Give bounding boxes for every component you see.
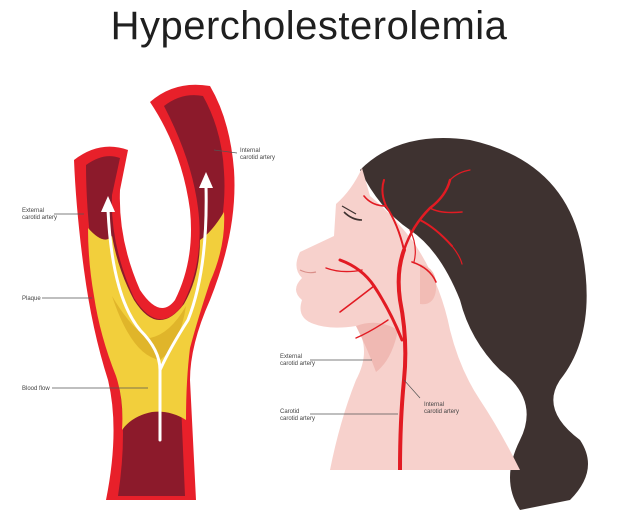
- artery-cross-section: [74, 85, 235, 500]
- label-external-carotid-artery-left: Externalcarotid artery: [22, 208, 57, 221]
- label-internal-carotid-artery: Internalcarotid artery: [240, 148, 275, 161]
- blood-flow-tail: [396, 470, 404, 490]
- label-plaque: Plaque: [22, 296, 41, 302]
- label-blood-flow: Blood flow: [22, 386, 50, 392]
- head-profile: [296, 138, 588, 510]
- label-external-carotid-artery-neck: Externalcarotid artery: [280, 354, 315, 367]
- label-common-carotid-artery: Carotidcarotid artery: [280, 409, 315, 422]
